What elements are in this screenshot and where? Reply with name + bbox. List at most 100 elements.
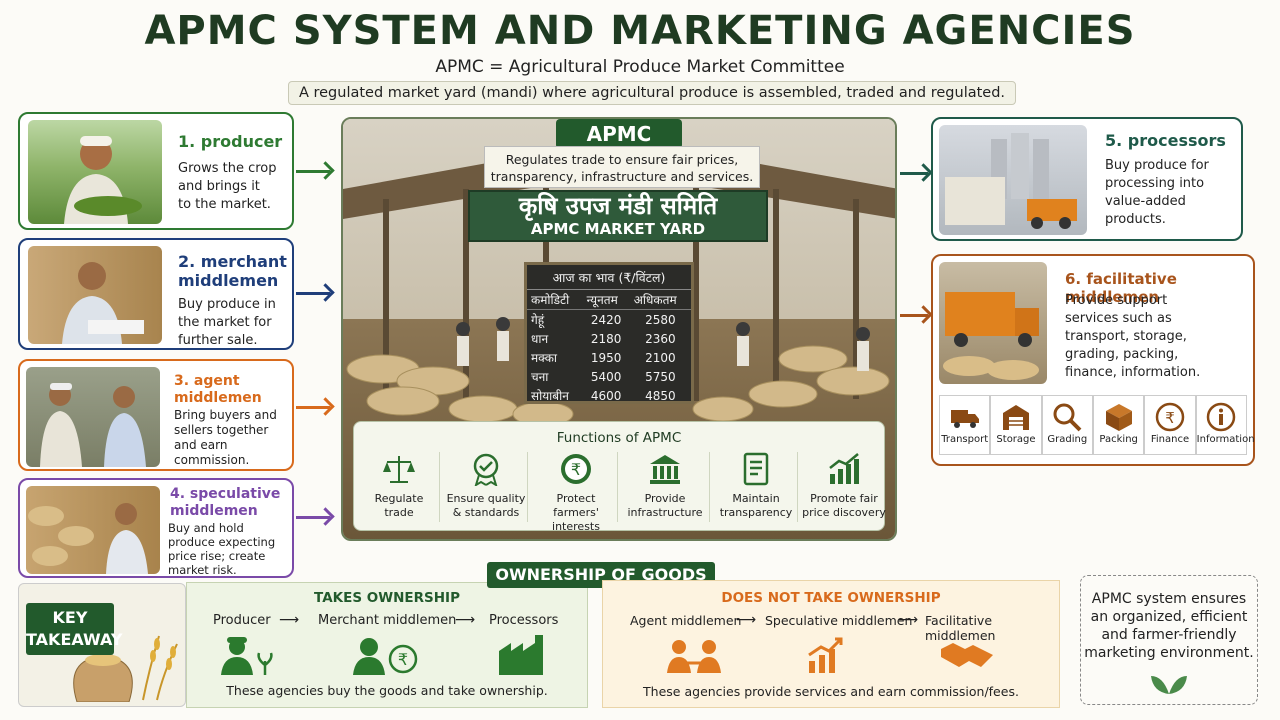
service-label: Finance [1150,434,1190,445]
building-icon [648,452,682,486]
svg-text:₹: ₹ [1165,409,1175,427]
board-cell: 5400 [590,369,622,384]
service-label: Transport [941,434,989,445]
divider [797,452,798,522]
leaf-icon [1151,676,1187,694]
function-item: Ensure quality& standards [444,452,528,520]
board-header: कमोडिटी [527,290,583,310]
producer-photo [28,120,162,224]
document-icon [739,452,773,486]
function-label: infrastructure [627,506,703,519]
ownership-title: OWNERSHIP OF GOODS [487,562,715,588]
divider [617,452,618,522]
board-row: धान 2180 2360 [527,329,691,348]
flow-producer: Producer [213,613,271,628]
services-row: Transport Storage Grading Packing ₹ Finance In… [939,395,1255,455]
function-label: Protect farmers' [553,492,599,519]
flow-processors: Processors [489,613,559,628]
scales-icon [382,452,416,486]
flow-agent: Agent middlemen [630,613,742,628]
merchant-photo [28,246,162,344]
facilitative-photo [939,262,1047,384]
takes-ownership-panel: TAKES OWNERSHIP Producer ⟶ Merchant midd… [186,582,588,708]
grain-sack-icon [73,635,178,702]
people-handshake-icon [667,640,721,673]
service-label: Information [1196,434,1255,445]
market-yard-sign: कृषि उपज मंडी समिति APMC MARKET YARD [468,190,768,242]
flow-merchant: Merchant middlemen [318,613,457,628]
does-not-take-ownership-panel: DOES NOT TAKE OWNERSHIP Agent middlemen … [602,580,1060,708]
apmc-info-box: Regulates trade to ensure fair prices,tr… [484,146,760,188]
board-cell: धान [531,332,549,346]
divider [439,452,440,522]
board-cell: मक्का [531,351,558,365]
arrow-icon [296,292,330,295]
service-item: Transport [939,395,991,455]
board-cell: 2100 [645,350,676,365]
board-cell: 4600 [590,388,622,403]
function-label: Ensure quality [446,492,526,505]
does-not-note: These agencies provide services and earn… [643,684,1019,699]
service-label: Grading [1047,434,1088,445]
service-item: Grading [1041,395,1093,455]
function-label: interests [552,520,600,533]
handshake-icon [941,643,993,667]
board-cell: चना [531,370,549,384]
function-label: trade [384,506,414,519]
card-title: 1. producer [178,132,283,151]
flow-facilitative: Facilitative middlemen [925,613,996,643]
board-header: न्यूनतम [582,290,630,310]
definition-box: A regulated market yard (mandi) where ag… [288,81,1016,105]
service-label: Storage [996,434,1036,445]
service-item: Packing [1093,395,1145,455]
svg-text:₹: ₹ [571,460,581,479]
apmc-label: APMC [556,119,682,149]
rupee-shield-icon: ₹ [559,452,593,486]
card-title: 3. agent middlemen [174,373,262,406]
board-cell: 5750 [645,369,676,384]
functions-title: Functions of APMC [556,430,682,446]
arrow-icon [296,516,330,519]
card-title: 5. processors [1105,131,1226,150]
speculative-photo [26,486,160,574]
service-item: Storage [990,395,1042,455]
board-cell: 2180 [590,331,622,346]
page-subtitle: APMC = Agricultural Produce Market Commi… [435,57,845,77]
function-label: Provide [644,492,686,505]
function-label: transparency [719,506,793,519]
magnifier-icon [1052,402,1082,432]
merchant-rupee-icon: ₹ [353,638,418,675]
card-title: 4. speculative middlemen [170,486,281,519]
function-label: Maintain [732,492,780,505]
quality-badge-icon [469,452,503,488]
flow-speculative: Speculative middlemen [765,613,913,628]
board-cell: 2360 [645,331,676,346]
takes-title: TAKES OWNERSHIP [314,590,460,606]
flow-arrow: ⟶ [279,612,300,628]
svg-text:₹: ₹ [398,650,408,669]
chart-up-icon [808,637,843,673]
arrow-icon [900,172,928,175]
warehouse-icon [1001,402,1031,432]
processors-photo [939,125,1087,235]
chart-up-icon [827,452,861,486]
rupee-icon: ₹ [1155,402,1185,432]
function-label: Promote fair [810,492,878,505]
arrow-icon [296,170,330,173]
card-title: 6. facilitative middlemen [1065,270,1177,306]
card-title: 2. merchant middlemen [178,252,287,290]
board-cell: 2420 [590,312,622,327]
flow-arrow: ⟶ [898,612,919,628]
